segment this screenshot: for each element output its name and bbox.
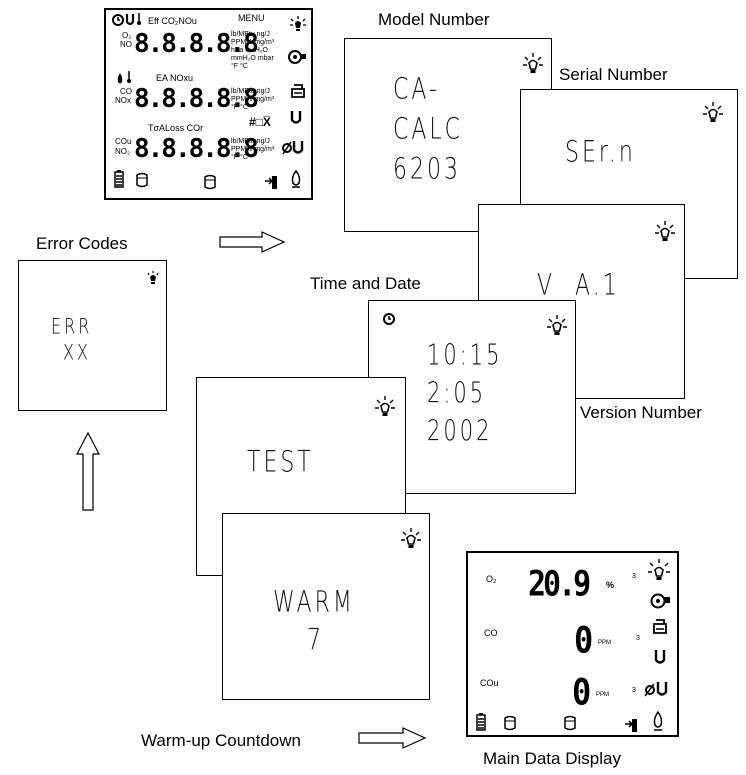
time-line-2: 2:05 <box>427 377 487 410</box>
cou-label: COu <box>480 678 499 688</box>
o2-unit: % <box>606 580 615 590</box>
row3-left-no2: NO₂ <box>115 147 131 156</box>
probe-icon <box>265 176 277 189</box>
filter-icon <box>136 172 148 188</box>
filter-icon <box>204 174 216 190</box>
arrow-right-icon <box>358 727 427 749</box>
flame-icon <box>117 73 123 84</box>
time-line-3: 2002 <box>427 415 493 448</box>
trap-icon <box>282 141 304 155</box>
row1-left-o2: O₂ <box>122 31 132 40</box>
row1-label: Eff CO₂NOu <box>148 16 197 26</box>
row2-unit-3: °F °C <box>231 104 248 111</box>
model-number-screen: CA- CALC 6203 <box>344 38 552 232</box>
backlight-icon <box>547 315 567 335</box>
caption-main-data-display: Main Data Display <box>483 749 621 768</box>
filter-icon <box>504 715 516 731</box>
o2-label: O₂ <box>486 574 497 584</box>
backlight-icon <box>375 396 395 416</box>
clock-icon <box>383 313 395 325</box>
row2-unit-2: PPM% mg/m³ <box>231 96 275 103</box>
cou-unit: PPM <box>596 692 610 698</box>
cou-value: 0 <box>572 670 592 714</box>
backlight-icon <box>523 53 543 73</box>
model-line-3: 6203 <box>393 153 461 187</box>
probe-icon <box>625 719 637 732</box>
model-line-1: CA- <box>393 73 440 107</box>
thermometer-icon <box>127 71 131 83</box>
caption-time-and-date: Time and Date <box>310 274 421 293</box>
clock-icon <box>112 14 124 26</box>
row3-unit-3: °F °C <box>231 154 248 161</box>
co-unit: PPM <box>598 640 612 646</box>
model-line-2: CALC <box>393 113 464 147</box>
o2-sup: 3 <box>632 573 636 580</box>
trap-icon <box>290 111 302 124</box>
trap-icon <box>654 650 666 664</box>
error-screen: ERR XX <box>18 260 167 411</box>
pump-icon <box>650 593 670 609</box>
co-sup: 3 <box>636 635 640 642</box>
row1-digits: 8.8.8.8.8 <box>134 29 259 59</box>
warmup-screen: WARM 7 <box>222 513 430 700</box>
battery-icon <box>476 713 486 731</box>
main-data-screen: O₂ 20.9 % 3 CO 0 PPM 3 COu 0 PPM 3 <box>466 551 679 737</box>
battery-icon <box>114 170 124 188</box>
time-line-1: 10:15 <box>427 339 503 372</box>
row1-unit-3: hPa in. H₂O <box>231 47 268 54</box>
row1-unit-4: mmH₂O mbar <box>231 55 274 62</box>
version-text: V A.1 <box>537 269 620 303</box>
row1-left-no: NO <box>120 40 132 49</box>
co-value: 0 <box>574 618 594 662</box>
caption-serial-number: Serial Number <box>559 65 668 84</box>
filter-icon <box>564 715 576 731</box>
row3-digits: 8.8.8.8.8 <box>134 134 259 164</box>
co-label: CO <box>484 628 498 638</box>
warm-line-1: WARM <box>273 586 355 620</box>
caption-error-codes: Error Codes <box>36 234 128 253</box>
row2-label: EA NOxu <box>156 73 194 83</box>
row1-unit-5: °F °C <box>231 63 248 70</box>
trap-icon <box>644 682 668 697</box>
row3-unit-1: lb/MBtu ng/J <box>231 138 270 145</box>
row2-unit-1: lb/MBtu ng/J <box>231 88 270 95</box>
arrow-up-icon <box>76 431 100 511</box>
backlight-icon <box>401 528 421 548</box>
menu-label: MENU <box>238 13 265 23</box>
backlight-icon <box>648 559 670 580</box>
warm-line-2: 7 <box>307 624 324 658</box>
caption-model-number: Model Number <box>378 10 490 29</box>
backlight-icon <box>703 102 723 122</box>
row2-left-co: CO <box>120 87 132 96</box>
cou-sup: 3 <box>632 687 636 694</box>
backlight-icon <box>290 16 306 31</box>
full-lcd-screen: Eff CO₂NOu MENU O₂ NO 8.8.8.8.8 lb/MBtu … <box>104 8 313 200</box>
row3-unit-2: PPM% mg/m³ <box>231 146 275 153</box>
printer-icon <box>291 84 305 98</box>
test-text: TEST <box>247 446 314 480</box>
arrow-right-icon <box>219 231 286 253</box>
thermometer-icon <box>137 13 141 25</box>
backlight-icon <box>147 271 159 284</box>
error-line-1: ERR <box>51 313 93 339</box>
o2-value: 20.9 <box>528 564 591 605</box>
caption-version-number: Version Number <box>580 403 702 422</box>
caption-warmup-countdown: Warm-up Countdown <box>141 731 301 750</box>
row3-label: TσALoss COr <box>148 123 204 133</box>
backlight-icon <box>655 221 675 241</box>
row1-unit-2: PPM% mg/m³ <box>231 39 275 46</box>
row2-digits: 8.8.8.8.8 <box>134 84 259 114</box>
error-line-2: XX <box>63 339 91 365</box>
serial-text: SEr.n <box>565 136 636 170</box>
flame-icon <box>653 710 663 731</box>
row1-unit-1: lb/MBtu ng/J <box>231 31 270 38</box>
trap-icon <box>125 14 135 26</box>
hash-x: #□X̅ <box>249 115 271 129</box>
pump-icon <box>288 50 306 64</box>
row3-left-cou: COu <box>115 137 132 146</box>
row2-left-nox: NOx <box>115 96 131 105</box>
printer-icon <box>653 619 667 634</box>
flame-icon <box>291 169 301 188</box>
